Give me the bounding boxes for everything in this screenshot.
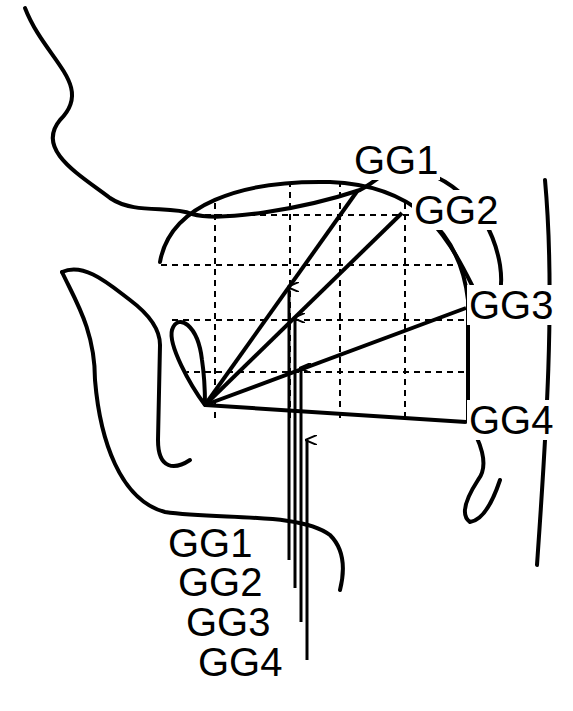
muscle-label: GG3 (467, 285, 555, 325)
muscle-label: GG4 (196, 642, 284, 682)
muscle-label: GG3 (184, 602, 272, 642)
muscle-label: GG1 (352, 140, 440, 180)
muscle-label: GG1 (166, 523, 254, 563)
muscle-label: GG2 (412, 190, 500, 230)
muscle-label: GG4 (467, 400, 555, 440)
muscle-label: GG2 (176, 562, 264, 602)
